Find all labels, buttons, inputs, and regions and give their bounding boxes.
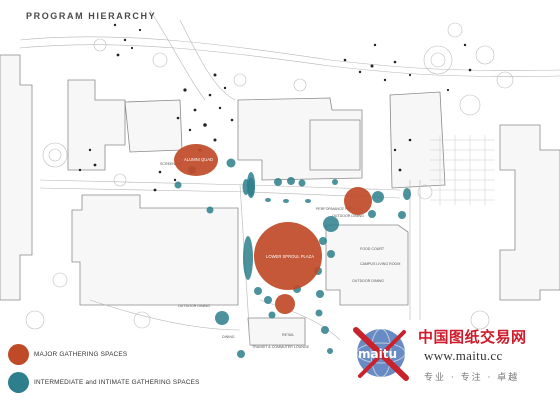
intermediate-space-marker: [332, 179, 338, 185]
map-labels: PERFORMANCE PATIO OUTDOOR DINING FOOD CO…: [160, 162, 400, 349]
major-space-marker: [275, 294, 295, 314]
watermark-url: www.maitu.cc: [424, 348, 503, 363]
legend-item: MAJOR GATHERING SPACES: [8, 342, 200, 366]
map-label: FOOD COURT: [360, 247, 385, 251]
building-outlines: [0, 54, 560, 346]
map-label: RETAIL: [282, 333, 294, 337]
intermediate-space-marker: [319, 237, 327, 245]
watermark-tagline: 专业 · 专注 · 卓越: [424, 373, 520, 383]
map-label: OUTDOOR DINING: [352, 279, 384, 283]
intermediate-space-marker: [237, 350, 245, 358]
intermediate-space-marker: [298, 179, 306, 187]
intermediate-space-marker: [247, 172, 255, 196]
major-space-marker: [344, 187, 372, 215]
intermediate-space-marker: [316, 290, 324, 298]
intermediate-space-marker: [315, 309, 323, 317]
intermediate-space-marker: [327, 250, 335, 258]
legend-label: MAJOR GATHERING SPACES: [34, 350, 128, 358]
landscape-circles: [25, 22, 514, 330]
intermediate-space-marker: [254, 287, 262, 295]
intermediate-space-marker: [305, 199, 311, 203]
intermediate-space-marker: [287, 177, 295, 185]
major-space-label: LOWER SPROUL PLAZA: [266, 254, 314, 259]
map-label: TRANSIT & COMMUTER LOUNGE: [252, 345, 310, 349]
page-title: PROGRAM HIERARCHY: [26, 11, 157, 21]
intermediate-space-marker: [283, 199, 289, 203]
major-space-label: ALUMNI QUAD: [184, 157, 213, 162]
legend-swatch-intermediate: [8, 371, 29, 393]
map-label: OUTDOOR DINING: [332, 214, 364, 218]
plaza-grid: [430, 135, 495, 205]
intermediate-space-marker: [372, 191, 384, 203]
intermediate-space-marker: [398, 211, 406, 219]
intermediate-space-marker: [268, 311, 276, 319]
intermediate-space-marker: [174, 181, 182, 189]
map-label: PERFORMANCE PATIO: [316, 207, 355, 211]
intermediate-space-marker: [243, 236, 253, 280]
watermark: maitu 中国图纸交易网 www.maitu.cc 专业 · 专注 · 卓越: [348, 318, 558, 400]
intermediate-space-marker: [206, 206, 214, 214]
intermediate-space-marker: [274, 178, 282, 186]
map-label: OUTDOOR DINING: [178, 304, 210, 308]
logo-text: maitu: [358, 347, 397, 361]
legend-label: INTERMEDIATE and INTIMATE GATHERING SPAC…: [34, 378, 200, 386]
intermediate-space-marker: [265, 198, 271, 202]
major-gathering-spaces: ALUMNI QUAD LOWER SPROUL PLAZA: [174, 144, 372, 314]
map-label: CAMPUS LIVING ROOM: [360, 262, 400, 266]
major-space-alumni-quad: [174, 144, 218, 176]
legend-item: INTERMEDIATE and INTIMATE GATHERING SPAC…: [8, 370, 200, 394]
legend: MAJOR GATHERING SPACES INTERMEDIATE and …: [8, 342, 200, 398]
intermediate-space-marker: [215, 311, 229, 325]
watermark-site-name: 中国图纸交易网: [418, 328, 527, 346]
tree-dots: [78, 23, 472, 192]
legend-swatch-major: [8, 343, 29, 365]
intermediate-space-marker: [368, 210, 376, 218]
intermediate-gathering-spaces: [174, 158, 411, 358]
globe-x-logo-icon: maitu: [353, 327, 409, 381]
intermediate-space-marker: [264, 296, 272, 304]
major-space-lower-sproul-plaza: [254, 222, 322, 290]
intermediate-space-marker: [327, 348, 333, 354]
map-label: DINING: [222, 335, 235, 339]
intermediate-space-marker: [323, 216, 339, 232]
map-label: SCREENING: [160, 162, 182, 166]
intermediate-space-marker: [321, 326, 329, 334]
intermediate-space-marker: [403, 188, 411, 200]
intermediate-space-marker: [226, 158, 236, 168]
